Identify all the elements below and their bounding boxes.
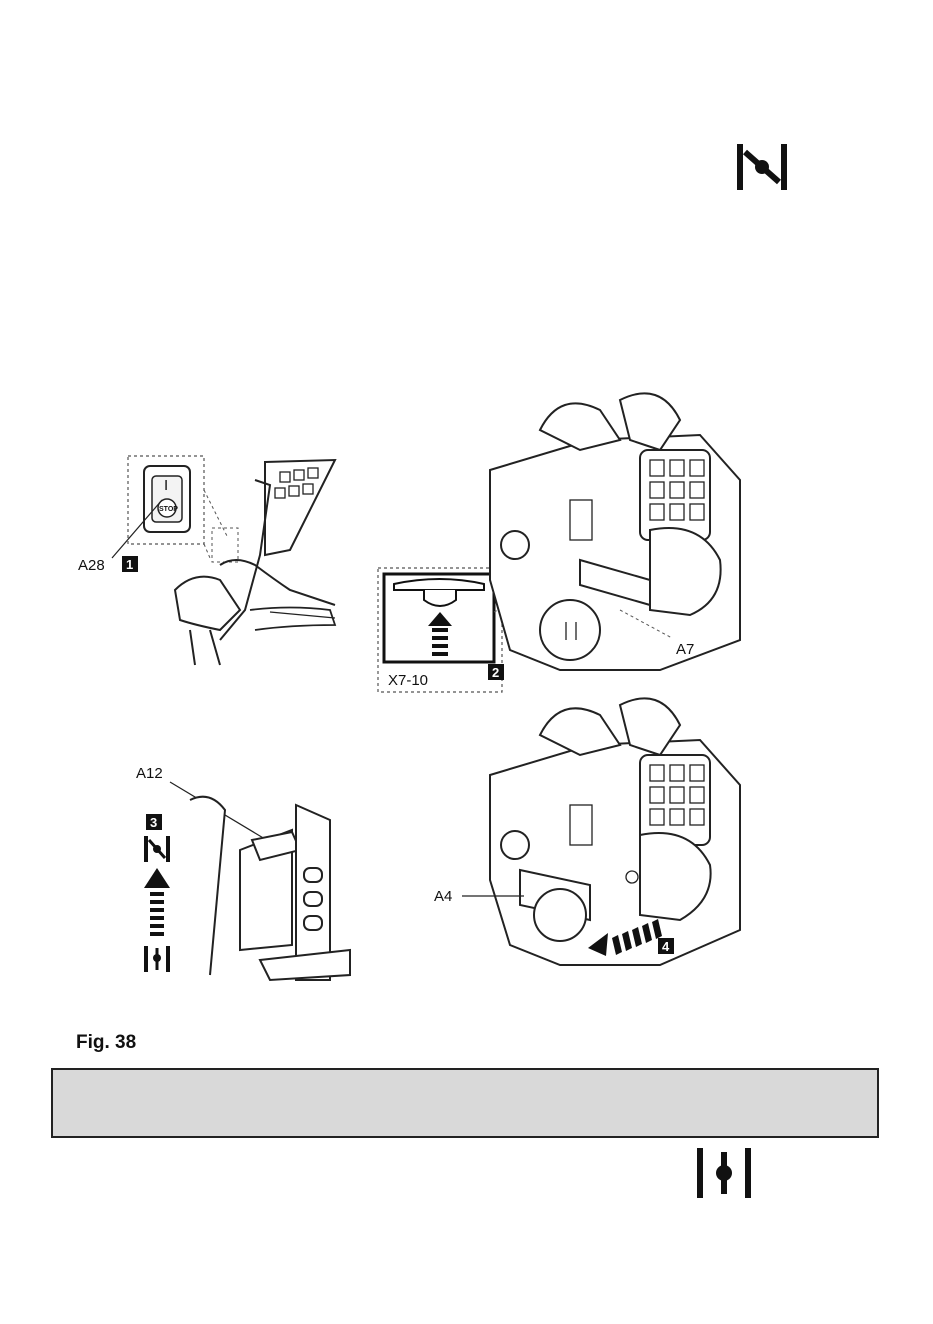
choke-closed-icon — [733, 142, 791, 192]
step-badge-1: 1 — [126, 557, 133, 572]
switch-on-mark: I — [164, 477, 168, 494]
figure-caption: Fig. 38 — [76, 1032, 136, 1054]
step-badge-2: 2 — [492, 665, 499, 680]
callout-a12: A12 — [136, 765, 163, 782]
callout-x7-10: X7-10 — [388, 672, 428, 689]
engine-starting-illustration: I STOP A28 1 X7-10 2 — [60, 380, 880, 990]
step-badge-4: 4 — [662, 939, 670, 954]
step-badge-3: 3 — [150, 815, 157, 830]
stop-label: STOP — [159, 506, 178, 513]
callout-a4: A4 — [434, 888, 452, 905]
choke-open-small-icon — [144, 946, 170, 972]
note-box — [51, 1068, 879, 1138]
panel-air-filter: A4 4 — [434, 698, 740, 965]
panel-primer: X7-10 2 A7 — [378, 393, 740, 692]
panel-choke-lever: A12 3 — [136, 765, 350, 980]
panel-stop-switch: I STOP A28 1 — [78, 456, 335, 665]
choke-closed-small-icon — [144, 836, 170, 862]
callout-a28: A28 — [78, 557, 105, 574]
choke-open-icon — [693, 1146, 755, 1200]
callout-a7: A7 — [676, 641, 694, 658]
